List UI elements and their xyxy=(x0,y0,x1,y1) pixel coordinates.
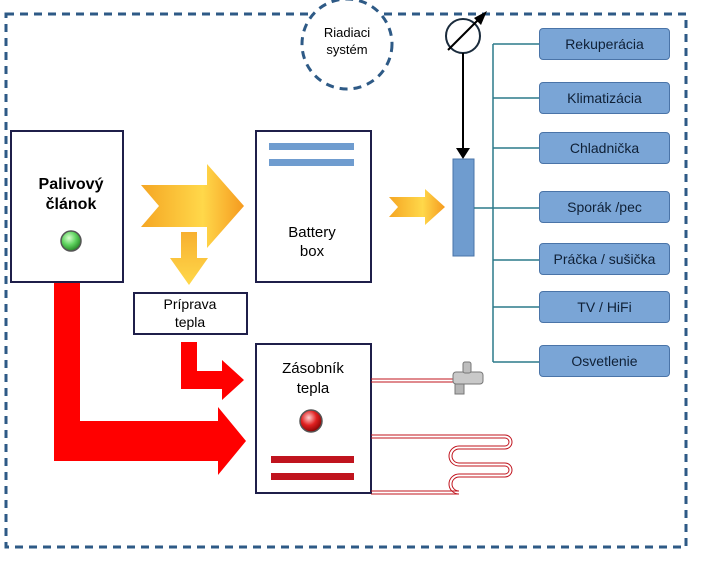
heat-storage-status-led xyxy=(299,409,323,433)
control-system-label-2: systém xyxy=(326,42,367,57)
appliance-pracka-susicka[interactable]: Práčka / sušička xyxy=(539,243,670,275)
meter-arrowhead xyxy=(456,148,470,159)
fuel-cell-label-1: Palivový xyxy=(39,176,104,193)
appliance-klimatizacia[interactable]: Klimatizácia xyxy=(539,82,670,114)
meter-icon xyxy=(445,11,487,54)
control-system-label-1: Riadiaci xyxy=(324,25,370,40)
fuel-cell-box xyxy=(10,130,124,283)
heat-storage-bar-1 xyxy=(271,456,354,463)
bus-branches xyxy=(493,43,539,363)
energy-arrow-to-heat-prep xyxy=(170,232,208,285)
distribution-bus xyxy=(452,158,475,257)
heat-arrow-secondary xyxy=(181,342,244,400)
floor-heating-loop xyxy=(371,434,513,492)
heat-storage-label-2: tepla xyxy=(297,380,330,397)
heat-storage-bar-2 xyxy=(271,473,354,480)
battery-box xyxy=(255,130,372,283)
battery-box-label-2: box xyxy=(300,243,325,260)
fuel-cell-label-2: článok xyxy=(46,196,97,213)
fuel-cell-status-led xyxy=(60,230,82,252)
appliance-osvetlenie[interactable]: Osvetlenie xyxy=(539,345,670,377)
appliance-tv-hifi[interactable]: TV / HiFi xyxy=(539,291,670,323)
energy-arrow-to-battery xyxy=(141,164,244,248)
control-system-circle xyxy=(300,0,394,91)
appliance-rekuperacia[interactable]: Rekuperácia xyxy=(539,28,670,60)
water-tap-icon xyxy=(452,361,484,395)
floor-heating-loop-inner xyxy=(371,437,510,495)
appliance-sporak-pec[interactable]: Sporák /pec xyxy=(539,191,670,223)
heat-prep-label-1: Príprava xyxy=(164,296,217,312)
appliance-chladnicka[interactable]: Chladnička xyxy=(539,132,670,164)
battery-bar-2 xyxy=(269,159,354,166)
energy-arrow-to-bus xyxy=(389,189,445,225)
heat-prep-box xyxy=(133,292,248,335)
battery-box-label-1: Battery xyxy=(288,224,336,241)
heat-storage-label-1: Zásobník xyxy=(282,360,344,377)
battery-bar-1 xyxy=(269,143,354,150)
heat-arrow-main xyxy=(54,283,246,475)
heat-prep-label-2: tepla xyxy=(175,314,206,330)
